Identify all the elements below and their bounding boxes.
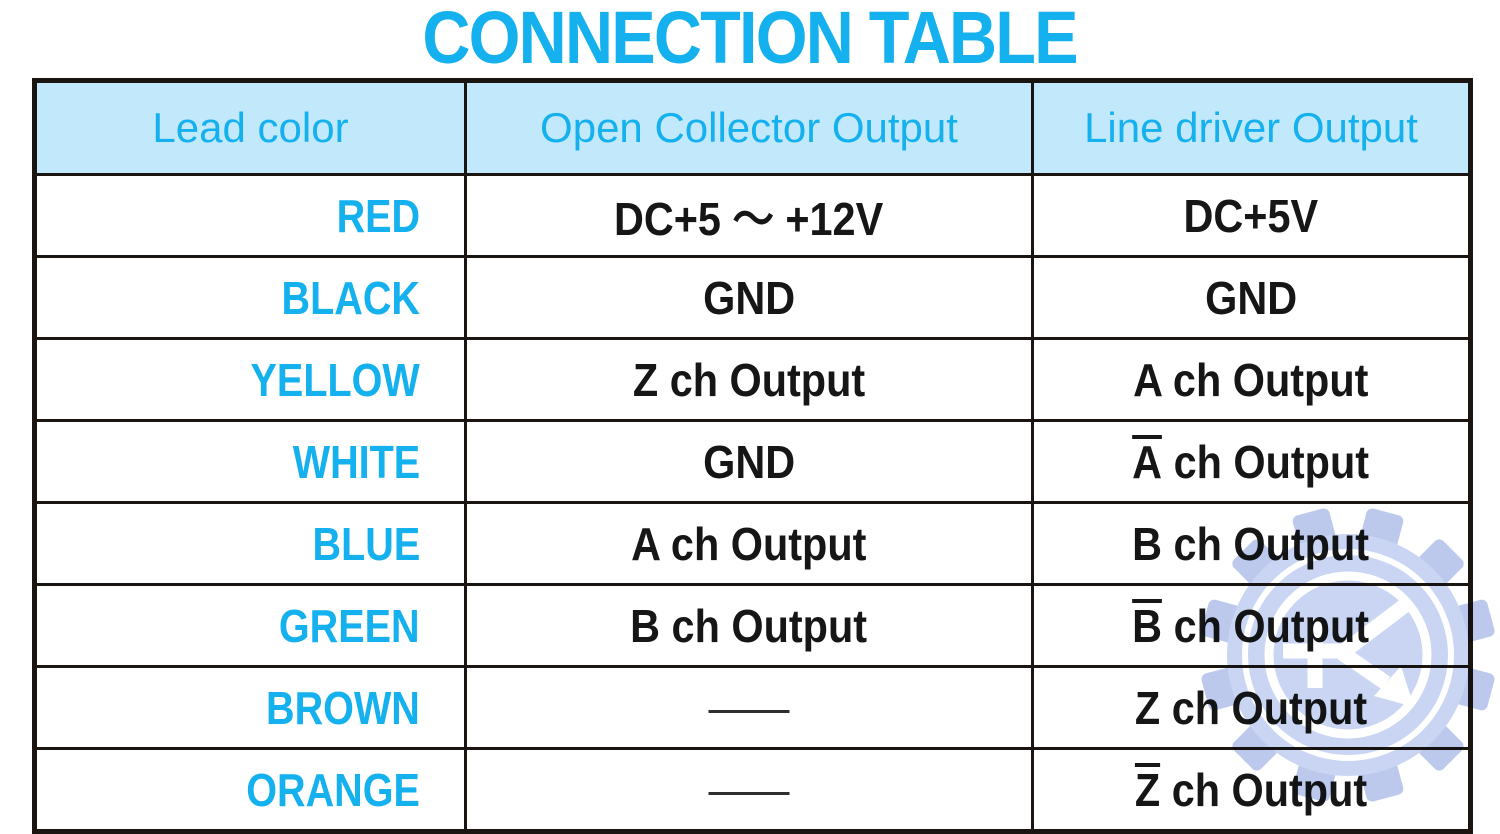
lead-color-cell: BLACK [33,255,467,340]
line-driver-cell: Z ch Output [1031,747,1472,833]
overline-signal-letter: B [1132,598,1163,652]
line-driver-cell: A ch Output [1031,337,1472,422]
open-collector-cell [464,747,1034,833]
lead-color-cell: YELLOW [33,337,467,422]
header-lead-color: Lead color [33,79,467,176]
connection-table: Lead color Open Collector Output Line dr… [32,78,1473,834]
lead-color-cell: BROWN [33,665,467,750]
table-row-orange: ORANGE Z ch Output [33,747,1472,833]
header-open-collector-output: Open Collector Output [464,79,1034,176]
lead-color-cell: GREEN [33,583,467,668]
line-driver-cell: GND [1031,255,1472,340]
no-connection-dash [708,709,790,713]
open-collector-cell: B ch Output [464,583,1034,668]
open-collector-cell: Z ch Output [464,337,1034,422]
line-driver-cell: Z ch Output [1031,665,1472,750]
open-collector-cell: A ch Output [464,501,1034,586]
line-driver-cell: DC+5V [1031,173,1472,258]
title-bar: CONNECTION TABLE [0,0,1500,78]
page-title: CONNECTION TABLE [422,0,1079,79]
line-driver-cell: B ch Output [1031,583,1472,668]
lead-color-cell: RED [33,173,467,258]
lead-color-cell: BLUE [33,501,467,586]
lead-color-cell: ORANGE [33,747,467,833]
no-connection-dash [708,791,790,795]
open-collector-cell: DC+5 ～ +12V [464,173,1034,258]
overline-signal-letter: Z [1134,762,1161,816]
header-line-driver-output: Line driver Output [1031,79,1472,176]
lead-color-cell: WHITE [33,419,467,504]
open-collector-cell [464,665,1034,750]
header-row: Lead color Open Collector Output Line dr… [33,79,1472,176]
overline-signal-letter: A [1132,434,1163,488]
line-driver-cell: A ch Output [1031,419,1472,504]
open-collector-cell: GND [464,255,1034,340]
open-collector-cell: GND [464,419,1034,504]
line-driver-cell: B ch Output [1031,501,1472,586]
table-row-brown: BROWN Z ch Output [33,665,1472,750]
